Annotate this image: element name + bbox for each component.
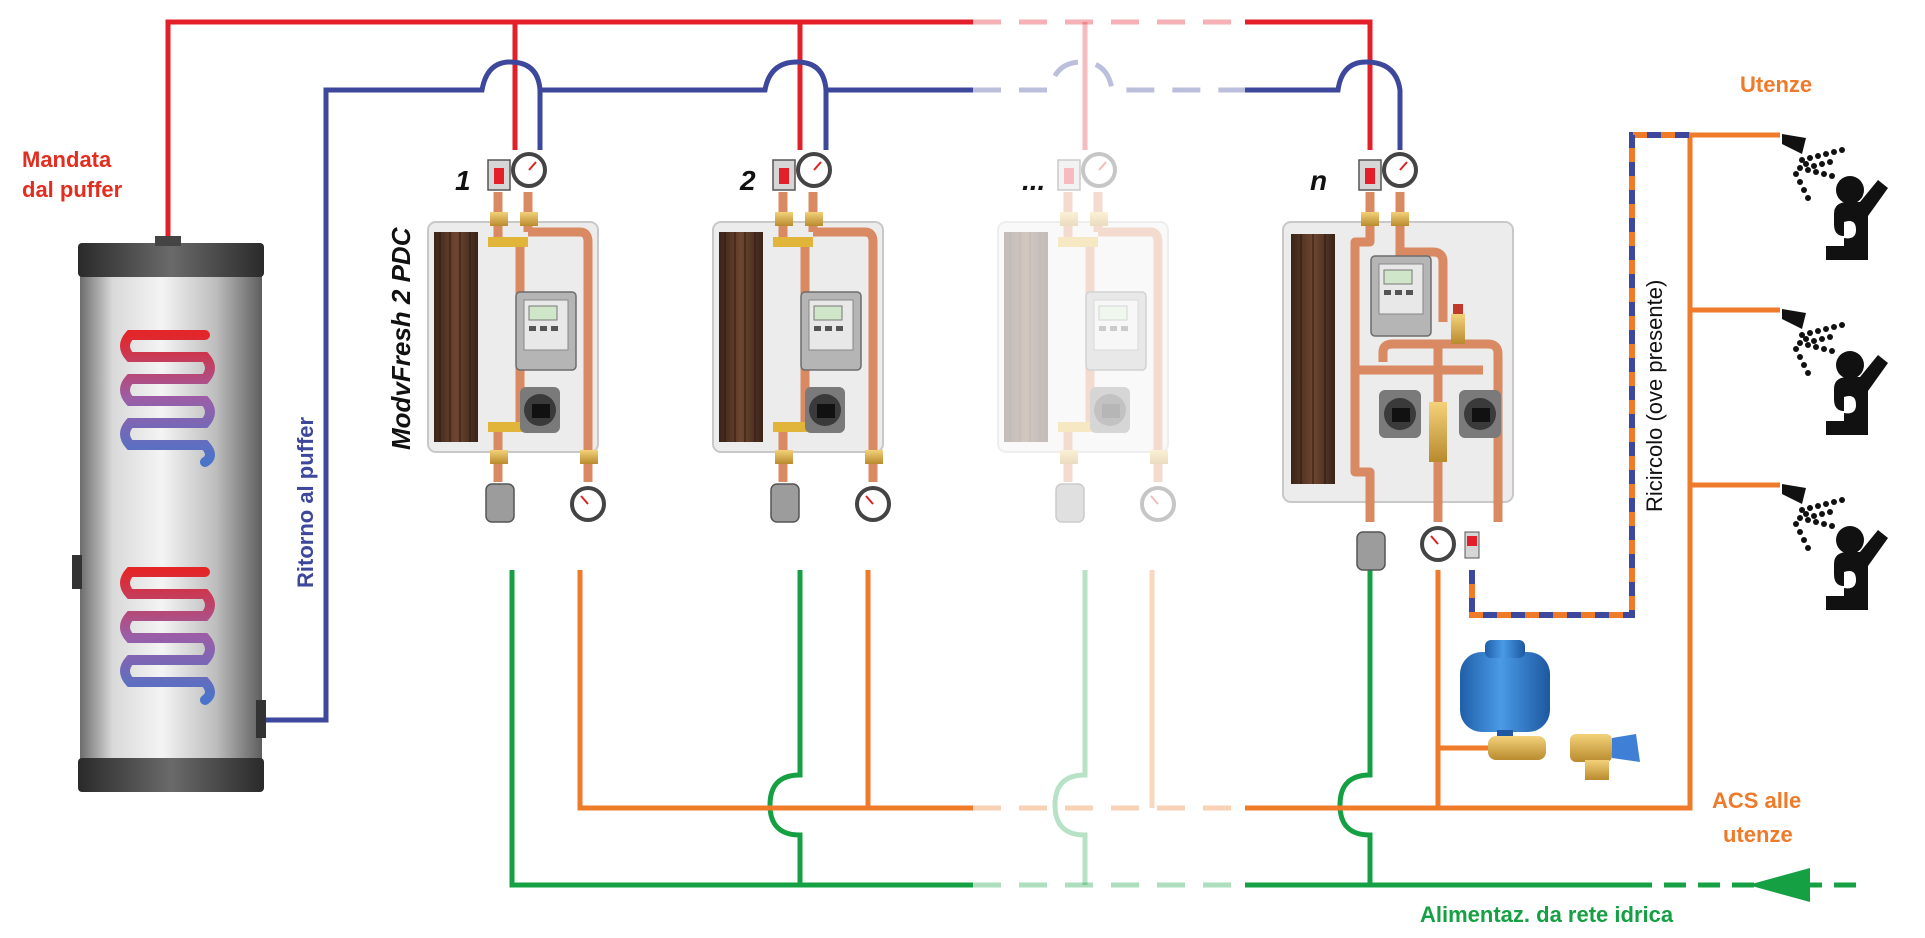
buffer-tank-icon [72,236,266,792]
module-n [1282,152,1514,571]
module-faded [998,154,1174,522]
dhw-label-line1: ACS alle [1712,788,1801,813]
cold-riser-n [1337,570,1373,885]
cold-inlet-arrow [1748,868,1810,902]
supply-pipe-right [1245,19,1373,150]
cold-pipe-main [509,570,973,888]
model-label: ModvFresh 2 PDC [386,226,416,450]
dhw-pipe-right [1245,132,1780,811]
module-2-number: 2 [739,165,756,196]
return-pipe-main [256,59,973,723]
return-pipe-dashed [973,59,1245,93]
cold-riser-2 [767,570,803,885]
shower-user-icon-2 [1782,309,1888,435]
supply-label-line1: Mandata [22,147,112,172]
supply-pipe-main [165,19,973,245]
cold-riser-faded [1052,570,1088,885]
recirc-pipe-dashes [1469,132,1690,618]
module-1 [428,154,604,522]
expansion-vessel-icon [1460,640,1640,780]
module-ellipsis-label: ... [1022,165,1045,196]
dhw-label-line2: utenze [1723,822,1793,847]
module-2 [713,154,889,522]
dhw-pipe-main [577,570,973,811]
return-label: Ritorno al puffer [293,416,318,588]
module-n-label: n [1310,165,1327,196]
supply-label-line2: dal puffer [22,177,123,202]
shower-user-icon-3 [1782,484,1888,610]
recirculation-label: Ricircolo (ove presente) [1642,280,1667,512]
return-pipe-right [1245,59,1403,150]
mains-supply-label: Alimentaz. da rete idrica [1420,902,1674,927]
shower-user-icon-1 [1782,134,1888,260]
module-1-number: 1 [455,165,471,196]
users-label: Utenze [1740,72,1812,97]
